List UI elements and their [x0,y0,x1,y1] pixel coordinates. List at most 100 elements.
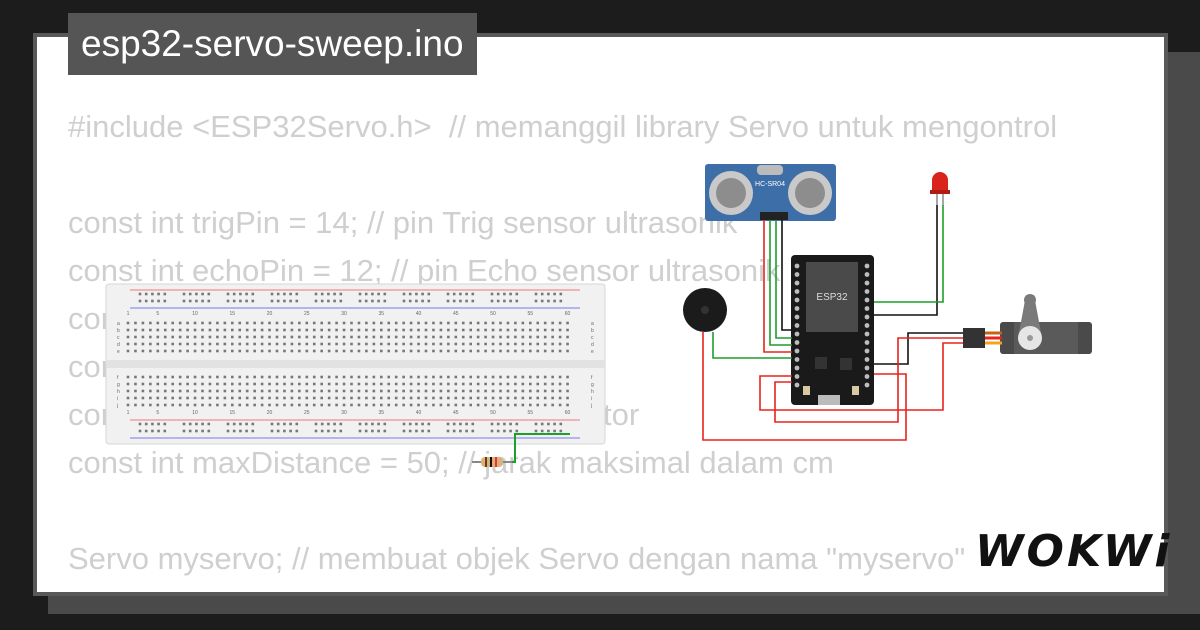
breadboard-hole [312,382,316,386]
breadboard-hole [365,403,368,407]
breadboard-hole [529,403,532,407]
breadboard-hole [559,292,563,296]
led [930,172,950,205]
breadboard-hole [171,328,174,332]
breadboard-hole [253,321,256,325]
breadboard-hole [476,321,480,325]
breadboard-hole [566,396,569,400]
esp32-pin [864,314,870,320]
breadboard-hole [238,335,242,339]
breadboard-hole [193,349,197,353]
breadboard-hole [320,321,323,325]
breadboard-hole [357,389,361,393]
breadboard-hole [289,429,292,433]
breadboard-hole [372,342,376,346]
breadboard-hole [454,403,458,407]
breadboard-hole [327,335,331,339]
breadboard-hole [201,382,204,386]
esp32-pin [864,306,870,311]
breadboard-hole [529,349,532,353]
breadboard-column-number: 60 [565,311,571,317]
breadboard-hole [195,299,198,303]
breadboard-hole [357,335,361,339]
breadboard-hole [484,375,487,379]
breadboard-hole [452,429,456,433]
breadboard-column-number: 35 [379,311,385,317]
breadboard-hole [358,292,362,296]
breadboard-hole [432,375,435,379]
breadboard-hole [270,292,274,296]
breadboard-hole [471,299,475,303]
breadboard-hole [439,375,443,379]
breadboard-hole [186,396,189,400]
breadboard-hole [553,429,556,433]
breadboard-hole [447,342,450,346]
breadboard-hole [193,335,197,339]
breadboard-hole [231,342,234,346]
breadboard-hole [342,349,346,353]
breadboard-hole [239,292,242,296]
breadboard-hole [275,328,279,332]
breadboard-hole [339,292,343,296]
breadboard-hole [178,342,182,346]
breadboard-hole [383,429,387,433]
breadboard-hole [377,429,380,433]
breadboard-hole [371,422,374,426]
breadboard-hole [231,321,234,325]
breadboard-hole [138,429,142,433]
breadboard-hole [372,349,376,353]
breadboard-hole [134,342,137,346]
breadboard-hole [380,328,383,332]
breadboard-hole [521,375,525,379]
breadboard-hole [188,299,192,303]
breadboard-hole [216,321,219,325]
breadboard-hole [380,342,383,346]
breadboard-hole [484,321,487,325]
breadboard-hole [421,422,424,426]
breadboard-hole [543,342,547,346]
breadboard-hole [439,403,443,407]
breadboard-hole [178,328,182,332]
breadboard-hole [253,396,256,400]
breadboard-hole [484,328,487,332]
breadboard-hole [298,403,301,407]
breadboard-hole [551,403,554,407]
breadboard-hole [276,299,280,303]
breadboard-hole [491,349,495,353]
breadboard-row-letter: g [591,382,594,388]
breadboard-hole [447,389,450,393]
breadboard-hole [558,342,562,346]
breadboard-hole [402,292,406,296]
breadboard-hole [156,328,160,332]
breadboard-hole [283,321,286,325]
breadboard-hole [408,429,412,433]
breadboard-hole [471,422,475,426]
breadboard-hole [415,422,418,426]
breadboard-hole [298,342,301,346]
breadboard-hole [163,375,167,379]
breadboard-column-number: 25 [304,410,310,416]
breadboard-hole [295,422,299,426]
breadboard-hole [503,299,506,303]
breadboard-hole [380,403,383,407]
breadboard-hole [163,335,167,339]
breadboard-hole [232,429,236,433]
breadboard-hole [459,422,462,426]
breadboard-hole [476,382,480,386]
breadboard-hole [305,342,309,346]
breadboard-hole [402,321,405,325]
breadboard-hole [469,389,472,393]
breadboard-hole [245,429,248,433]
breadboard-hole [305,328,309,332]
breadboard-hole [543,396,547,400]
breadboard-hole [245,321,249,325]
breadboard-hole [424,403,428,407]
breadboard-hole [283,422,286,426]
breadboard-hole [216,349,219,353]
breadboard-hole [547,292,550,296]
esp32-pin [794,382,800,388]
breadboard-hole [371,292,374,296]
breadboard-hole [268,349,271,353]
breadboard-hole [454,382,458,386]
breadboard-hole [529,321,532,325]
